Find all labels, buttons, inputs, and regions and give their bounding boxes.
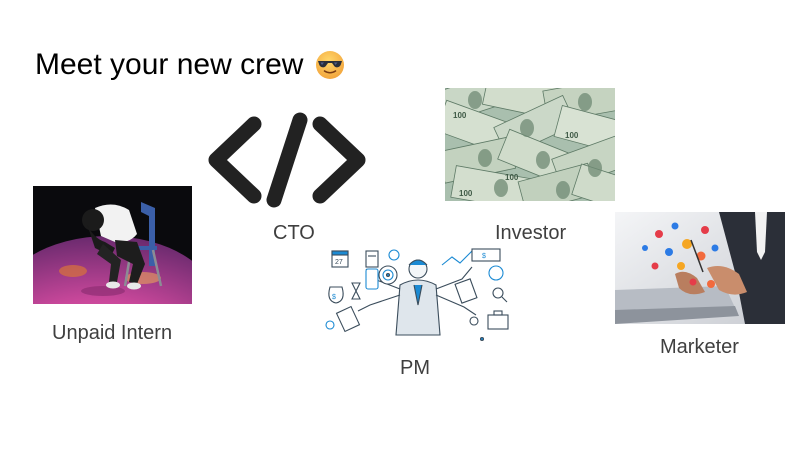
svg-text:100: 100	[505, 173, 519, 182]
caption-pm: PM	[400, 357, 430, 379]
svg-text:100: 100	[565, 131, 579, 140]
caption-marketer: Marketer	[660, 336, 739, 358]
caption-cto: CTO	[273, 222, 315, 244]
caption-investor: Investor	[495, 222, 567, 244]
project-manager-illustration: 27 $ $	[322, 245, 514, 345]
code-brackets-icon	[204, 110, 368, 210]
svg-text:$: $	[332, 294, 336, 301]
dollar-bills-photo: 100 100 100 100	[445, 88, 615, 201]
slide-title-text: Meet your new crew	[35, 48, 304, 81]
svg-text:$: $	[482, 253, 486, 260]
caption-unpaid-intern: Unpaid Intern	[52, 322, 173, 344]
marketer-social-media-photo	[615, 212, 785, 324]
svg-text:100: 100	[453, 111, 467, 120]
slide-title: Meet your new crew	[35, 47, 345, 83]
svg-text:27: 27	[335, 259, 343, 266]
svg-text:100: 100	[459, 189, 473, 198]
sunglasses-emoji-icon	[315, 50, 345, 80]
intern-photo	[33, 186, 192, 304]
